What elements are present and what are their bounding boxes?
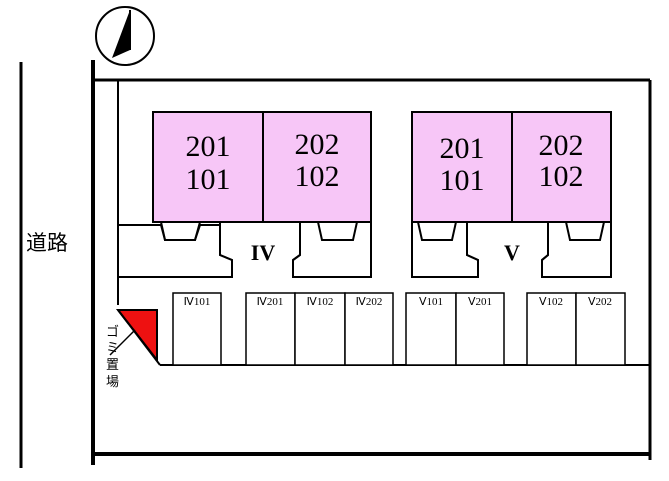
unit-iv-right-upper: 202 [295, 128, 340, 161]
parking-slot[interactable]: Ⅳ101 [172, 292, 222, 366]
unit-v-left-lower: 101 [440, 164, 485, 197]
north-arrow-icon [95, 6, 155, 66]
parking-slot[interactable]: Ⅴ102 [526, 292, 577, 366]
unit-iv-left-upper: 201 [186, 130, 231, 163]
unit-iv-right[interactable] [262, 111, 372, 223]
garbage-area: ゴ ミ 置 場 [106, 309, 161, 390]
parking-area: Ⅳ101 Ⅳ201 Ⅳ102 Ⅳ202 Ⅴ101 Ⅴ201 Ⅴ102 Ⅴ202 [172, 292, 626, 366]
unit-v-right-lower: 102 [539, 160, 584, 193]
parking-slot[interactable]: Ⅴ101 [405, 292, 457, 366]
building-v-label: V [504, 240, 520, 265]
parking-slot-label: Ⅳ101 [184, 296, 211, 308]
unit-iv-left[interactable] [152, 111, 264, 223]
parking-slot[interactable]: Ⅳ102 [294, 292, 346, 366]
unit-v-right[interactable] [511, 111, 612, 223]
building-v-steps [417, 221, 605, 277]
parking-slot-label: Ⅳ102 [307, 296, 334, 308]
building-iv-steps [160, 221, 358, 277]
building-iv: 201 101 202 102 IV [117, 111, 372, 278]
garbage-label-4: 場 [106, 375, 119, 390]
parking-slot-label: Ⅴ102 [539, 296, 563, 308]
parking-slot-label: Ⅳ202 [356, 296, 383, 308]
site-boundary [91, 60, 652, 465]
parking-slot-label: Ⅳ201 [257, 296, 284, 308]
parking-slot[interactable]: Ⅳ202 [344, 292, 394, 366]
parking-slot[interactable]: Ⅳ201 [245, 292, 296, 366]
building-iv-label: IV [251, 240, 276, 265]
building-v: 201 101 202 102 V [411, 111, 612, 278]
parking-slot[interactable]: Ⅴ201 [455, 292, 505, 366]
garbage-label-1: ゴ [106, 324, 119, 340]
parking-slot-label: Ⅴ201 [468, 296, 492, 308]
garbage-label-3: 置 [106, 358, 119, 373]
parking-slot[interactable]: Ⅴ202 [575, 292, 626, 366]
unit-v-left-upper: 201 [440, 132, 485, 165]
unit-iv-right-lower: 102 [295, 160, 340, 193]
road-label: 道路 [26, 231, 68, 255]
unit-v-right-upper: 202 [539, 129, 584, 162]
garbage-label-2: ミ [106, 341, 119, 356]
parking-slot-label: Ⅴ101 [419, 296, 443, 308]
unit-iv-left-lower: 101 [186, 163, 231, 196]
parking-slot-label: Ⅴ202 [588, 296, 612, 308]
